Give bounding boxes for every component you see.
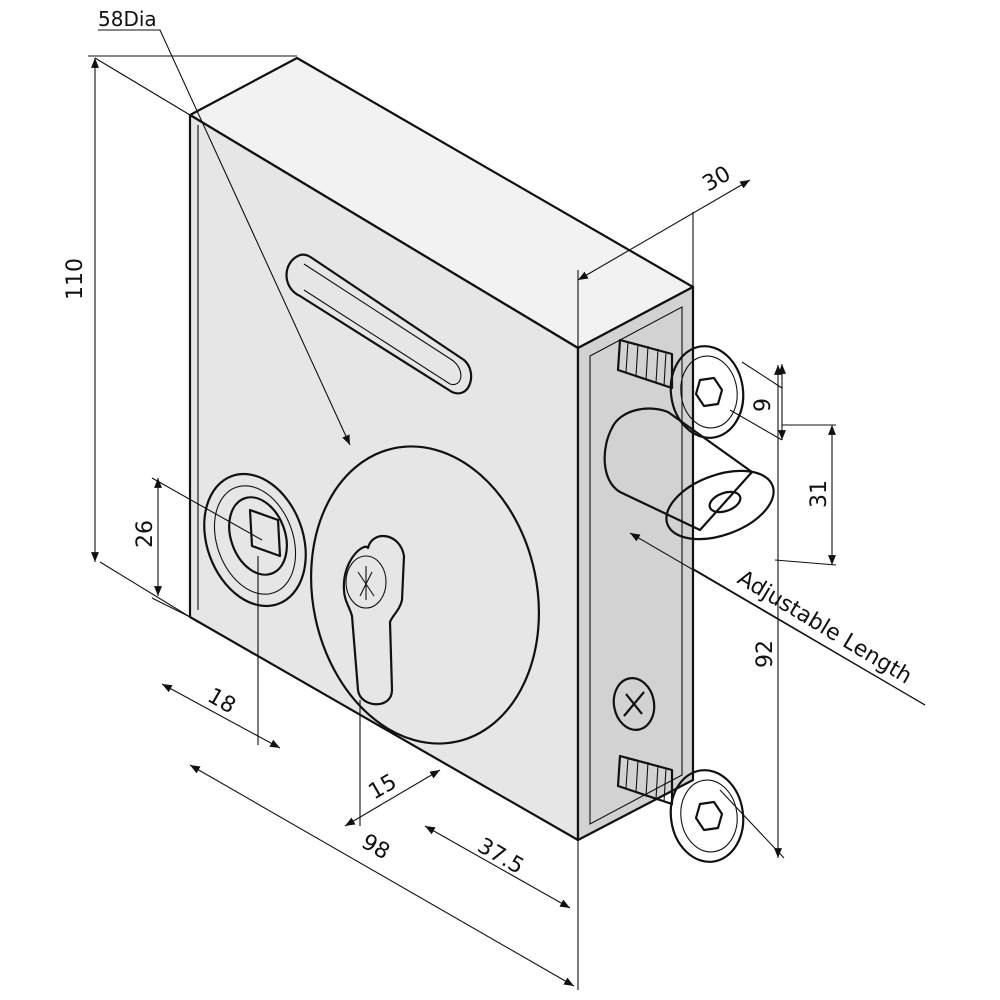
- dim-98: 98: [357, 830, 394, 866]
- phillips-icon: [623, 691, 645, 717]
- hex-socket-icon: [694, 800, 724, 832]
- dim-58dia: 58Dia: [98, 7, 157, 31]
- dim-31: 31: [807, 480, 832, 508]
- forend-frame: [589, 306, 683, 825]
- cylinder-escutcheon: [309, 445, 541, 745]
- bolt-washer: [665, 469, 775, 541]
- top-screw: [616, 338, 745, 439]
- dim-15: 15: [365, 770, 402, 806]
- top-slot: [285, 253, 473, 395]
- dim-18: 18: [203, 684, 240, 720]
- dim-37-5: 37.5: [473, 834, 528, 880]
- euro-cylinder: [342, 534, 406, 706]
- dim-92: 92: [753, 640, 778, 668]
- bolt-assembly: [603, 407, 775, 541]
- bottom-screw: [616, 754, 745, 863]
- dim-adjustable-length: Adjustable Length: [733, 566, 916, 690]
- body-side-face: [576, 285, 695, 842]
- dim-110: 110: [63, 258, 88, 300]
- keyway-icon: [357, 566, 375, 600]
- hex-socket-icon: [694, 376, 724, 408]
- dim-9: 9: [751, 398, 776, 412]
- forend-screw: [612, 677, 656, 731]
- lock-body: [188, 56, 695, 842]
- dim-26: 26: [133, 520, 158, 548]
